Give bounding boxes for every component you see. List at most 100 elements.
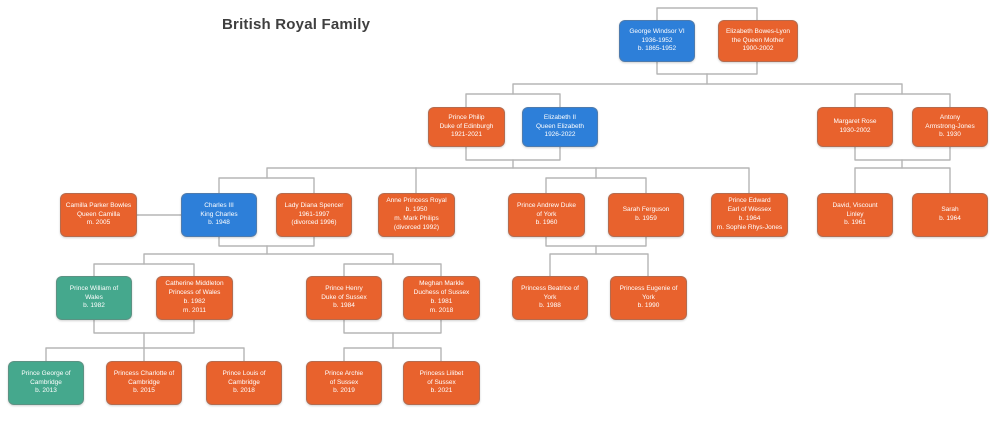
person-text-line: Elizabeth Bowes-Lyon [725, 27, 791, 35]
person-text-line: David, Viscount [832, 201, 878, 209]
person-text-line: Prince Louis of [222, 369, 266, 377]
connector-below-margaret-antony [854, 146, 951, 161]
person-text-line: Sarah Ferguson [622, 206, 670, 214]
person-text-line: Princess Charlotte of [113, 369, 175, 377]
person-text-line: the Queen Mother [731, 36, 785, 44]
person-text-line: Princess Lilibet [419, 369, 464, 377]
person-text-line: Prince Philip [448, 113, 485, 121]
person-text-line: 1926-2022 [544, 131, 576, 139]
person-text-line: Prince William of [69, 284, 119, 292]
person-text-line: Cambridge [228, 378, 260, 386]
person-text-line: m. Mark Philips [394, 215, 439, 222]
person-text-line: Princess Beatrice of [521, 284, 579, 292]
person-text-line: Cambridge [30, 378, 62, 386]
person-text-line: b. 1990 [637, 302, 660, 310]
person-text-line: Cambridge [128, 378, 160, 386]
connector-sussex-children [343, 347, 442, 362]
person-text-line: Sarah [941, 206, 959, 214]
person-text-line: b. 1982 [183, 298, 206, 305]
person-text-line: 1921-2021 [450, 131, 483, 139]
person-text-line: 1961-1997 [298, 210, 330, 218]
connector-york-children [549, 253, 649, 277]
person-text-line: Princess Eugenie of [619, 284, 678, 292]
connector-wide-e2-children [266, 167, 750, 194]
person-text-line: b. 1964 [738, 215, 761, 222]
person-text-line: b. 1959 [635, 215, 657, 222]
connector-marriage-margaret-antony [854, 93, 951, 108]
person-text-line: Lady Diana Spencer [284, 201, 344, 209]
person-text-line: York [642, 293, 655, 301]
connector-margaret-children [854, 167, 951, 194]
person-text-line: Camilla Parker Bowles [65, 201, 132, 209]
connector-marriage-william-catherine [93, 263, 195, 277]
person-text-line: Prince Archie [324, 369, 364, 377]
person-text-line: b. 1948 [208, 219, 230, 227]
person-text-line: b. 1984 [333, 302, 355, 310]
connector-below-harry-meghan [343, 319, 442, 334]
diagram-title: British Royal Family [222, 16, 371, 33]
person-text-line: b. 2018 [233, 387, 255, 395]
connector-wide-cambridge-children [45, 347, 245, 362]
person-text-line: Duke of Edinburgh [439, 122, 494, 130]
person-text-line: b. 1930 [939, 131, 961, 139]
person-text-line: Margaret Rose [833, 118, 877, 126]
person-text-line: m. 2011 [182, 306, 206, 314]
person-text-line: Linley [846, 210, 864, 218]
person-text-line: Prince Edward [728, 197, 771, 205]
person-text-line: b. 2021 [430, 387, 453, 395]
person-text-line: Princess of Wales [168, 289, 221, 297]
connector-wide-cd-children [143, 253, 394, 265]
person-text-line: (divorced 1996) [291, 219, 337, 227]
person-text-line: Armstrong-Jones [925, 122, 975, 130]
person-text-line: King Charles [200, 210, 238, 218]
person-text-line: b. 1865-1952 [637, 45, 677, 53]
person-text-line: Elizabeth II [543, 113, 577, 121]
connector-wide-gen2 [512, 83, 903, 95]
person-text-line: Queen Camilla [77, 210, 120, 218]
person-text-line: Anne Princess Royal [386, 197, 447, 205]
person-text-line: Wales [85, 293, 103, 301]
person-text-line: Duke of Sussex [321, 293, 367, 301]
person-text-line: b. 1988 [539, 302, 561, 310]
connector-marriage-charles-diana [218, 177, 315, 194]
person-text-line: b. 1982 [83, 302, 105, 310]
person-text-line: Antony [939, 113, 961, 121]
person-text-line: b. 2015 [133, 387, 155, 395]
person-text-line: (divorced 1992) [393, 223, 440, 231]
connector-marriage-andrew-sarahf [545, 177, 647, 194]
connector-marriage-harry-meghan [343, 263, 442, 277]
connector-marriage-philip-elizabeth2 [465, 93, 561, 108]
person-text-line: 1900-2002 [742, 45, 774, 53]
person-text-line: b. 1950 [405, 206, 428, 214]
person-text-line: of Sussex [329, 378, 359, 386]
connector-below-philip-elizabeth2 [465, 146, 561, 161]
